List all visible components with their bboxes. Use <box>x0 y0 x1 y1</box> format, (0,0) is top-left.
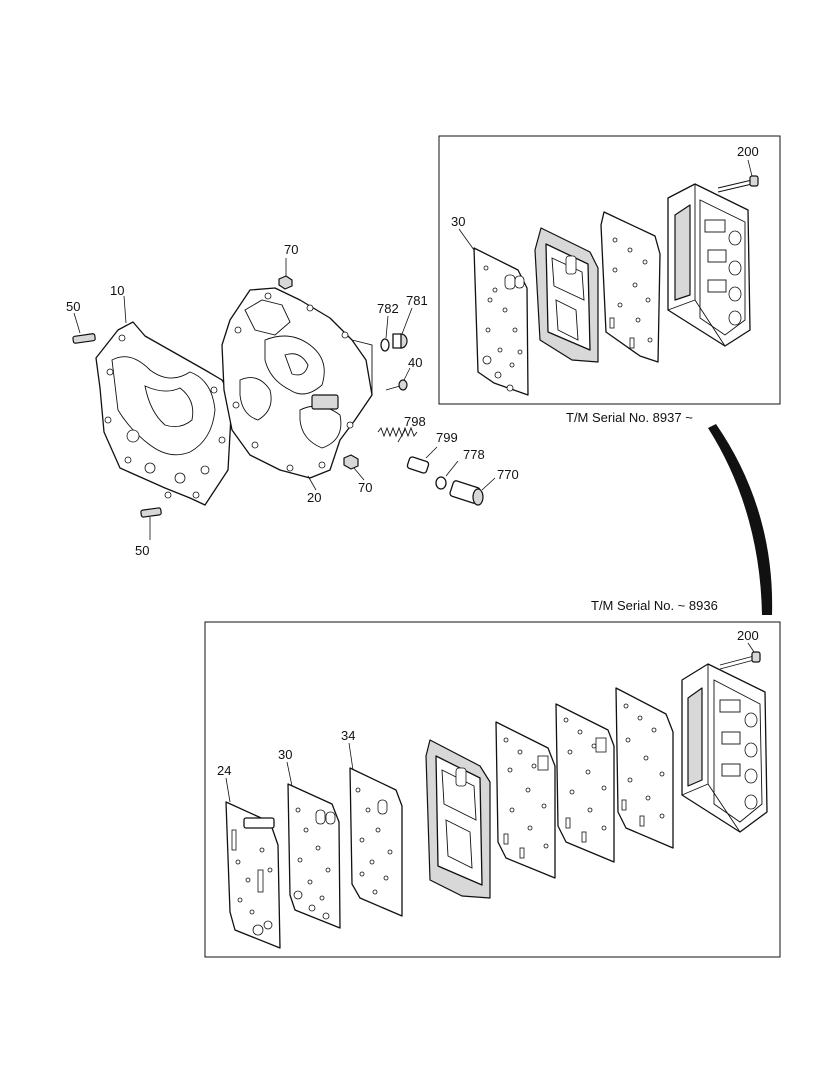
label-200-top: 200 <box>737 144 759 159</box>
label-24: 24 <box>217 763 231 778</box>
frame-newer-serial <box>438 135 781 405</box>
label-50-bottom: 50 <box>135 543 149 558</box>
bottom-part-34-plate <box>349 767 403 917</box>
label-70-bottom: 70 <box>358 480 372 495</box>
label-40: 40 <box>408 355 422 370</box>
serial-newer: T/M Serial No. 8937 ~ <box>566 410 693 425</box>
bottom-part-24-plate <box>225 801 281 949</box>
top-part-200-bolt <box>717 175 759 193</box>
bottom-part-200-bolt <box>719 651 761 670</box>
label-770: 770 <box>497 467 519 482</box>
label-782: 782 <box>377 301 399 316</box>
label-798: 798 <box>404 414 426 429</box>
label-20: 20 <box>307 490 321 505</box>
serial-older: T/M Serial No. ~ 8936 <box>591 598 718 613</box>
revision-connector-arrow <box>708 424 773 615</box>
label-70-top: 70 <box>284 242 298 257</box>
label-10: 10 <box>110 283 124 298</box>
bottom-part-30-plate <box>287 783 341 929</box>
bottom-plate-c <box>615 687 674 849</box>
label-30-top: 30 <box>451 214 465 229</box>
part-40-bolt <box>385 379 408 391</box>
top-separator-body <box>534 227 599 363</box>
bottom-upper-valve-body <box>681 663 768 833</box>
bottom-plate-b <box>555 703 615 863</box>
part-50-stud-top <box>72 333 96 344</box>
top-part-30-plate <box>473 247 529 396</box>
bottom-separator-body <box>425 739 491 899</box>
label-778: 778 <box>463 447 485 462</box>
part-799-valve <box>406 456 430 474</box>
part-782-o-ring <box>380 338 390 352</box>
top-upper-valve-body <box>667 183 751 347</box>
part-798-spring <box>377 426 418 438</box>
top-spacer-plate <box>600 211 661 363</box>
label-781: 781 <box>406 293 428 308</box>
part-781-plug <box>392 333 408 349</box>
part-20-valve-housing <box>221 287 373 479</box>
label-30-bottom: 30 <box>278 747 292 762</box>
label-50-top: 50 <box>66 299 80 314</box>
label-200-bottom: 200 <box>737 628 759 643</box>
bottom-plate-a <box>495 721 556 879</box>
frame-older-serial <box>204 621 781 958</box>
part-50-stud-bottom <box>140 507 162 518</box>
label-799: 799 <box>436 430 458 445</box>
part-770-solenoid <box>449 480 484 506</box>
part-778-o-ring <box>435 476 447 490</box>
label-34: 34 <box>341 728 355 743</box>
part-70-plug-bottom <box>343 454 359 470</box>
part-70-plug-top <box>278 275 293 290</box>
part-10-gasket <box>95 321 233 506</box>
